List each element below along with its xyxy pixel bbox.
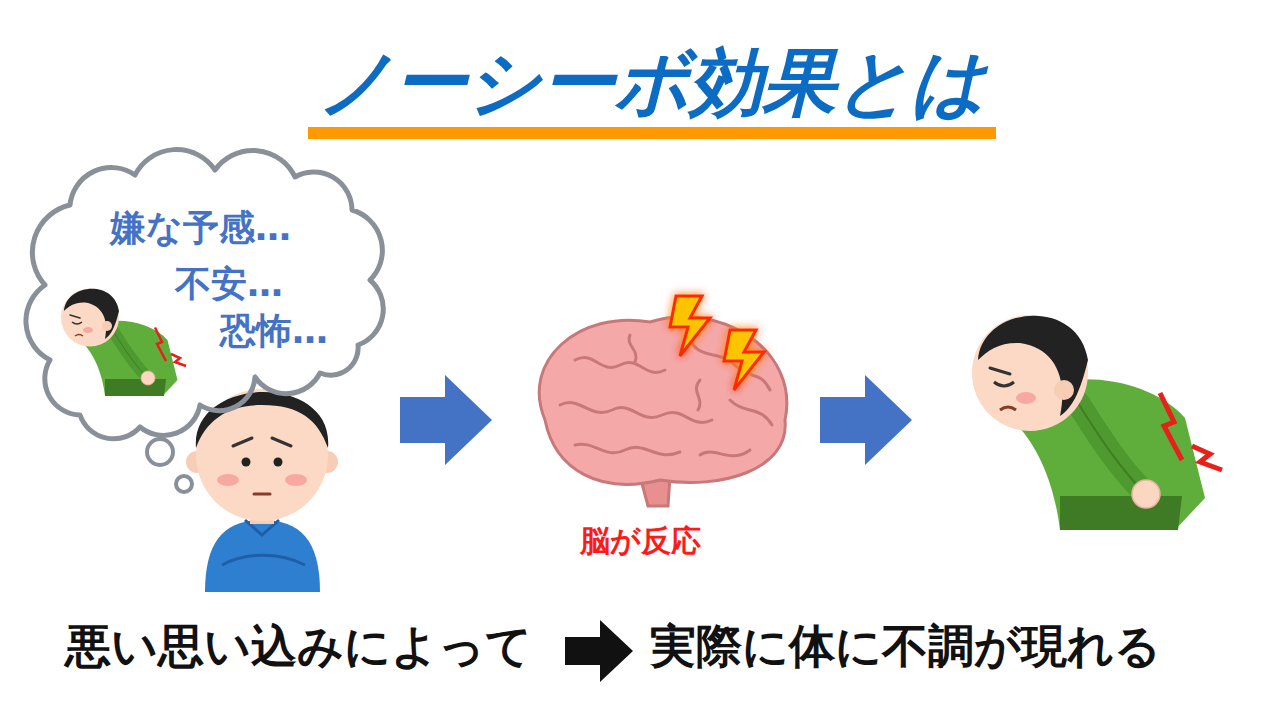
pain-figure	[972, 315, 1222, 530]
bubble-outline	[26, 150, 383, 439]
result-arrow	[565, 620, 633, 682]
worried-figure	[186, 389, 338, 592]
bubble-tail	[147, 439, 173, 465]
lightning-symbol	[724, 330, 764, 390]
cause-label: 悪い思い込みによって	[65, 620, 532, 673]
feeling-text: 恐怖…	[220, 310, 328, 351]
mini-pain-figure	[61, 289, 186, 397]
thought-bubble: 嫌な予感… 不安… 恐怖…	[40, 165, 375, 450]
result-label: 実際に体に不調が現れる	[650, 620, 1161, 673]
bubble-tail	[176, 476, 192, 492]
brain-label: 脳が反応	[580, 524, 701, 559]
lightning-symbol	[670, 296, 710, 356]
title: ノーシーボ効果とは	[318, 40, 985, 125]
flow-arrow	[820, 375, 912, 465]
feeling-text: 不安…	[175, 263, 283, 304]
brain-figure	[539, 317, 787, 506]
feeling-text: 嫌な予感…	[110, 207, 291, 248]
flow-arrow	[400, 375, 492, 465]
title-underline	[308, 127, 996, 139]
